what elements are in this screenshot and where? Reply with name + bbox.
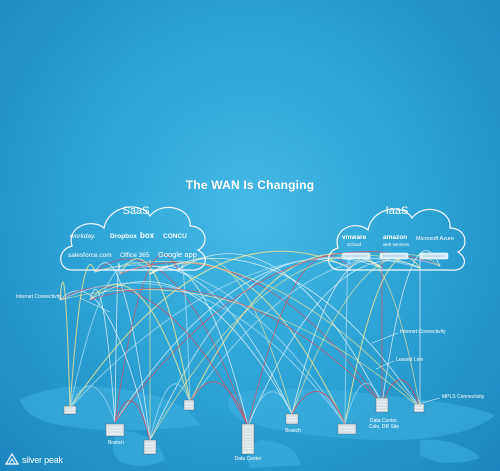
site-link-arc [69, 385, 116, 423]
connection-arc [59, 290, 151, 441]
site-link-arc [189, 381, 249, 427]
logo-azure: Microsoft Azure [416, 236, 454, 242]
saas-title: SaaS [122, 205, 150, 217]
label-internet-right: Internet Connectivity [400, 329, 446, 335]
connection-arc [69, 256, 421, 409]
connection-arc [349, 257, 421, 409]
saas-cloud [60, 206, 206, 271]
connection-arc [69, 261, 151, 409]
site-building-icon [143, 439, 157, 455]
page-title: The WAN Is Changing [185, 178, 315, 192]
site-link-arc [344, 382, 383, 425]
logo-box: box [140, 231, 155, 240]
connection-arc [69, 250, 351, 409]
site-building-icon [375, 397, 389, 413]
iaas-servers [341, 252, 449, 260]
logo-concur: CONCU [163, 233, 187, 240]
connection-arc [89, 281, 293, 415]
iaas-cloud [327, 208, 466, 271]
site-building-icon [413, 403, 425, 413]
site-link-arc [149, 383, 191, 441]
label-data-center: Data Center [234, 456, 262, 462]
logo-amazon: amazon [383, 234, 408, 241]
connection-arc [59, 282, 346, 425]
connection-arc [94, 258, 249, 427]
site-building-icon [183, 399, 195, 411]
connection-arc [89, 284, 191, 403]
label-branch-center: Branch [285, 428, 301, 434]
connection-arc [381, 250, 441, 405]
label-internet-left: Internet Connectivity [16, 294, 62, 300]
logo-amazon-sub: web services [383, 242, 410, 247]
connection-arc [114, 257, 383, 423]
label-leaders [79, 297, 441, 405]
label-leased-line: Leased Line [396, 357, 424, 363]
site-link-arc [381, 379, 421, 409]
site-building-icon [241, 423, 255, 455]
logo-office365: Office 365 [120, 252, 150, 259]
site-building-icon [63, 405, 77, 415]
label-mpls: MPLS Connectivity [442, 394, 485, 400]
brand-name: silver peak [22, 455, 63, 465]
site-link-arc [291, 391, 346, 425]
site-building-icon [105, 423, 125, 437]
connection-arc [177, 260, 191, 403]
label-dc-colo-1: Data Center, [369, 418, 399, 424]
connection-arc [114, 262, 121, 423]
silver-peak-logo-icon [5, 452, 19, 465]
connection-arc [177, 257, 293, 415]
logo-salesforce: salesforce.com [68, 252, 112, 259]
connection-arc [247, 260, 421, 427]
site-link-arc [114, 400, 151, 441]
logo-google-apps: Google app [158, 250, 197, 259]
label-dc-colo-2: Colo, DR Site [368, 424, 400, 430]
connection-arc [114, 254, 179, 423]
connection-arc [89, 288, 383, 405]
site-link-arc [247, 391, 293, 427]
iaas-title: IaaS [385, 205, 409, 217]
connection-arc [291, 260, 383, 415]
connection-arc [149, 265, 249, 427]
connection-arc [89, 289, 116, 423]
connection-arc [94, 264, 346, 425]
site-building-icon [337, 423, 357, 435]
logo-dropbox: Dropbox [110, 233, 137, 240]
connection-arc [119, 262, 383, 405]
label-branch-left: Branch [108, 440, 124, 446]
connection-arc [59, 286, 249, 427]
logo-vmware: vmware [342, 234, 367, 241]
connection-arc [149, 258, 421, 409]
connection-arc [59, 289, 421, 409]
connection-arc [59, 281, 71, 409]
connection-arc [149, 259, 351, 441]
logo-vmware-sub: vCloud [347, 242, 362, 247]
logo-workday: workday. [70, 233, 96, 240]
connection-arc [69, 264, 96, 409]
